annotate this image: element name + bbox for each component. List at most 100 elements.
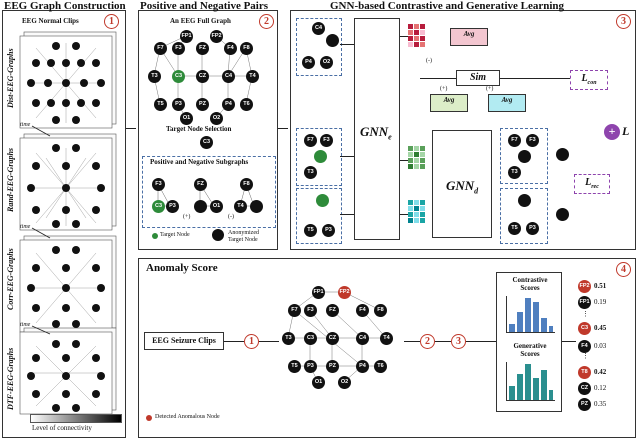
recon-subgraph-gen	[500, 188, 548, 244]
anomaly-node-f4: F4	[356, 304, 369, 317]
step-badge-3: 3	[616, 14, 631, 29]
arrow-1-to-2	[126, 128, 136, 129]
subgraph2-o1: O1	[210, 200, 223, 213]
input-subgraph-gen	[296, 188, 342, 244]
input-subgraph-neg	[296, 18, 342, 76]
score-node-c3: C3	[578, 322, 591, 335]
sign-neg: (-)	[426, 58, 432, 64]
score-value-pz: 0.35	[594, 400, 607, 408]
generative-bar-3	[525, 364, 531, 400]
row-label-rand: Rand-EEG-Graphs	[6, 147, 15, 212]
gnn-decoder-label: GNNd	[446, 178, 478, 196]
node-f7: F7	[154, 42, 167, 55]
contrastive-bars	[506, 296, 555, 333]
node-fz: FZ	[196, 42, 209, 55]
gnn-in-anon-2	[314, 150, 327, 163]
anomaly-node-f3: F3	[304, 304, 317, 317]
generative-bars	[506, 362, 555, 401]
pairs-title: Positive and Negative Pairs	[140, 0, 269, 12]
arrow-encoder-to-gen-heat	[400, 214, 408, 215]
node-t3: T3	[148, 70, 161, 83]
gnn-decoder-block	[432, 130, 492, 238]
anomaly-node-t5: T5	[288, 360, 301, 373]
contrastive-bar-4	[533, 302, 539, 332]
anomaly-node-t6: T6	[374, 360, 387, 373]
selected-target-node: C3	[200, 136, 213, 149]
anomaly-node-f8: F8	[374, 304, 387, 317]
gnn-in-c4: C4	[312, 22, 325, 35]
node-t5: T5	[154, 98, 167, 111]
generative-bar-5	[541, 370, 547, 400]
contrastive-bar-6	[549, 326, 553, 332]
sim-box: Sim	[456, 70, 500, 86]
gnn-encoder-block	[354, 18, 400, 240]
time-label-3: time	[20, 322, 31, 328]
score-value-cz: 0.12	[594, 384, 607, 392]
legend-anon-dot	[212, 229, 224, 241]
gnn-encoder-sub: e	[388, 132, 392, 142]
subgraph3-f8: F8	[240, 178, 253, 191]
recon-t3: T3	[508, 166, 521, 179]
arrow-clips-to-step1	[224, 341, 244, 342]
graph-construction-title: EEG Graph Construction	[4, 0, 126, 12]
score-ellipsis-1: ⋮	[582, 310, 589, 318]
loss-rec-sub: rec	[591, 184, 599, 190]
node-t6: T6	[240, 98, 253, 111]
generative-bar-1	[509, 386, 515, 400]
loss-con-sub: con	[587, 80, 597, 86]
recon-out-2	[556, 208, 569, 221]
arrow-step1-to-graph	[259, 341, 279, 342]
node-f4: F4	[224, 42, 237, 55]
loss-rec-box: Lrec	[574, 174, 610, 194]
recon-anon-1	[518, 150, 531, 163]
gnn-encoder-label: GNNe	[360, 124, 392, 142]
anomaly-node-t4: T4	[380, 332, 393, 345]
generative-bar-4	[533, 378, 539, 400]
gnn-in-o2: O2	[320, 56, 333, 69]
arrow-pos-to-encoder	[340, 156, 354, 157]
node-o2: O2	[210, 112, 223, 125]
pair-minus-label: (-)	[228, 214, 234, 220]
subgraph3-t4: T4	[234, 200, 247, 213]
node-o1: O1	[180, 112, 193, 125]
anomaly-node-f7: F7	[288, 304, 301, 317]
subgraph1-f3: F3	[152, 178, 165, 191]
arrow-encoder-to-pos-heat	[400, 160, 408, 161]
detected-legend-label: Detected Anomalous Node	[155, 414, 220, 420]
gnn-encoder-text: GNN	[360, 124, 389, 139]
heatmap-generative	[408, 200, 425, 223]
arrow-to-sim	[420, 78, 456, 79]
node-p4: P4	[222, 98, 235, 111]
node-c3-target: C3	[172, 70, 185, 83]
score-node-f4: F4	[578, 340, 591, 353]
step-circle-1: 1	[244, 334, 259, 349]
recon-subgraph-pos	[500, 128, 548, 184]
arrow-encoder-to-neg-heat	[400, 36, 408, 37]
anomaly-node-p4: P4	[356, 360, 369, 373]
input-subgraph-pos	[296, 128, 342, 186]
recon-anon-2	[518, 194, 531, 207]
arrow-2-to-3	[278, 128, 288, 129]
loss-con-text: L	[581, 73, 588, 84]
loss-con-box: Lcon	[570, 70, 608, 90]
node-f3: F3	[172, 42, 185, 55]
legend-target-label: Target Node	[160, 232, 190, 238]
score-value-f4: 0.03	[594, 342, 607, 350]
subgraph2-anon	[194, 200, 207, 213]
gnn-in-f3: F3	[320, 134, 333, 147]
score-value-t8: 0.42	[594, 368, 607, 376]
time-label-2: time	[20, 224, 31, 230]
seizure-clips-label: EEG Seizure Clips	[144, 332, 224, 350]
node-t4: T4	[246, 70, 259, 83]
score-node-cz: CZ	[578, 382, 591, 395]
score-ellipsis-2: ⋮	[582, 352, 589, 360]
avg-box-positive: Avg	[430, 94, 468, 112]
subgraph1-p3: P3	[166, 200, 179, 213]
gnn-in-t3: T3	[304, 166, 317, 179]
anomaly-node-c3: C3	[304, 332, 317, 345]
avg-box-negative: Avg	[450, 28, 488, 46]
sum-node: +	[604, 124, 620, 140]
gnn-decoder-sub: d	[474, 186, 479, 196]
node-cz: CZ	[196, 70, 209, 83]
target-selection-label: Target Node Selection	[166, 125, 232, 133]
